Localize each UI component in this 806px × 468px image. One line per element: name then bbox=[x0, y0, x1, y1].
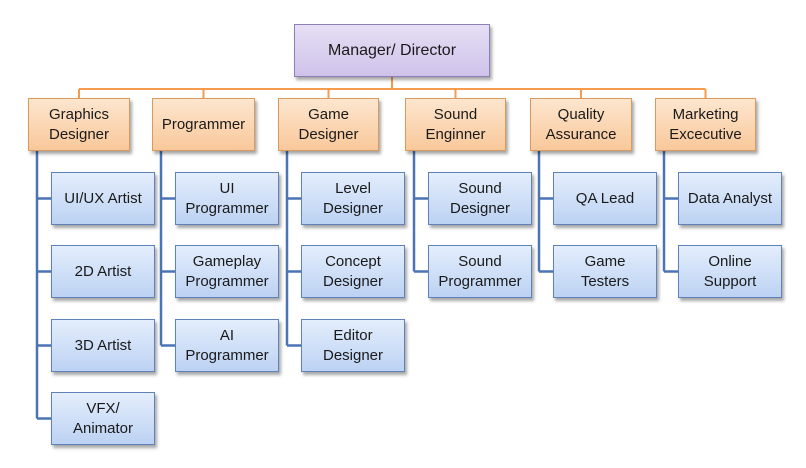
role-box: Sound Designer bbox=[428, 172, 532, 225]
role-box: VFX/ Animator bbox=[51, 392, 155, 445]
role-box: QA Lead bbox=[553, 172, 657, 225]
role-box: Data Analyst bbox=[678, 172, 782, 225]
role-box: 3D Artist bbox=[51, 319, 155, 372]
department-box-programmer: Programmer bbox=[152, 98, 255, 151]
role-box: AI Programmer bbox=[175, 319, 279, 372]
role-box: Level Designer bbox=[301, 172, 405, 225]
department-box-quality-assurance: Quality Assurance bbox=[530, 98, 632, 151]
department-box-sound-enginner: Sound Enginner bbox=[405, 98, 506, 151]
role-box: Game Testers bbox=[553, 245, 657, 298]
role-box: Editor Designer bbox=[301, 319, 405, 372]
role-box: UI/UX Artist bbox=[51, 172, 155, 225]
department-box-graphics-designer: Graphics Designer bbox=[28, 98, 130, 151]
role-box: Gameplay Programmer bbox=[175, 245, 279, 298]
role-box: Concept Designer bbox=[301, 245, 405, 298]
department-box-game-designer: Game Designer bbox=[278, 98, 379, 151]
manager-director-box: Manager/ Director bbox=[294, 24, 490, 77]
role-box: Sound Programmer bbox=[428, 245, 532, 298]
role-box: 2D Artist bbox=[51, 245, 155, 298]
role-box: Online Support bbox=[678, 245, 782, 298]
role-box: UI Programmer bbox=[175, 172, 279, 225]
department-box-marketing-excecutive: Marketing Excecutive bbox=[655, 98, 756, 151]
